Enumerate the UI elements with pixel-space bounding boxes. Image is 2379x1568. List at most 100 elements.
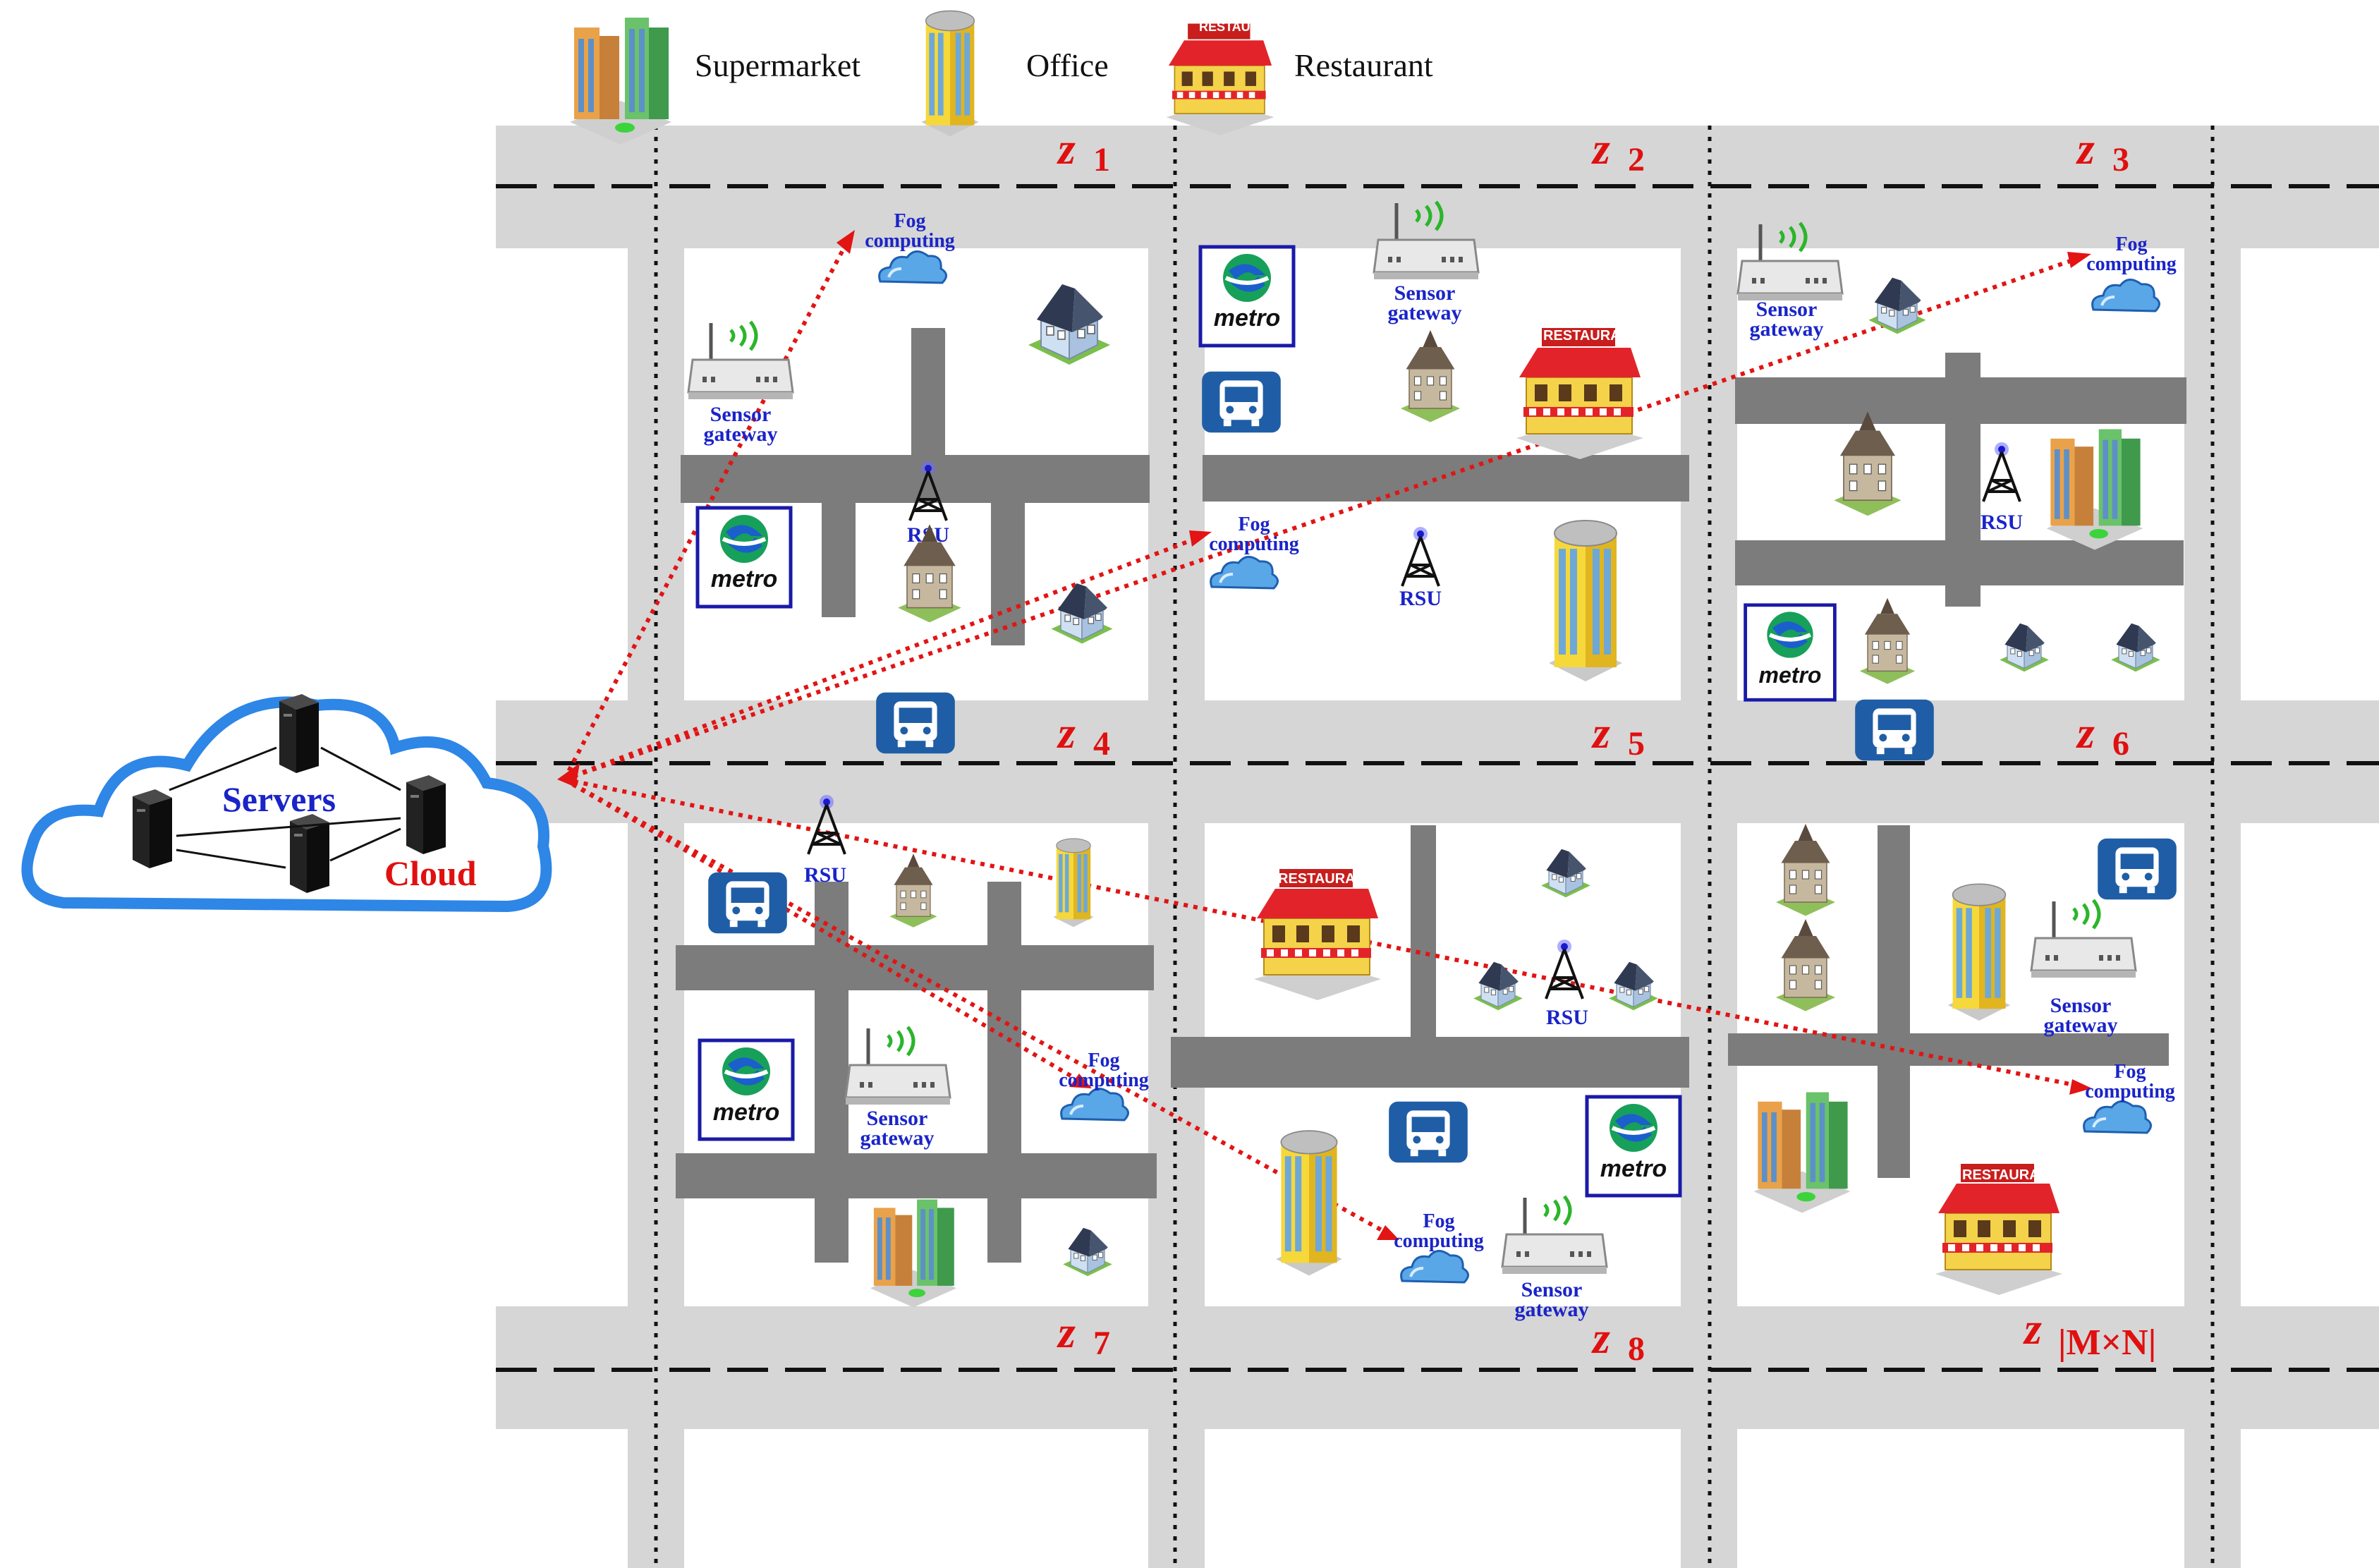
fog-label-line1: Fog xyxy=(1238,513,1270,535)
bus-z7 xyxy=(708,872,787,934)
office-icon xyxy=(1052,838,1095,928)
rsu-antenna-icon xyxy=(1982,441,2021,503)
fog-label-line1: Fog xyxy=(2114,1061,2146,1083)
metro-text: metro xyxy=(713,1099,779,1126)
sensor-label-line1: Sensor xyxy=(1521,1278,1583,1301)
server-links xyxy=(169,746,401,869)
bus-stop-icon xyxy=(1855,699,1934,761)
restaurant-sign-text: RESTAURANT xyxy=(1543,328,1639,344)
fog-label-line2: computing xyxy=(1394,1230,1484,1252)
zone-label-z7-sub: 7 xyxy=(1093,1325,1110,1362)
zone-label-z3-sub: 3 xyxy=(2112,141,2129,178)
arrowhead-z8 xyxy=(1377,1225,1399,1240)
metro-text: metro xyxy=(1759,662,1822,688)
sensor-label-line1: Sensor xyxy=(1394,281,1456,305)
apartment-icon xyxy=(889,853,938,928)
zone-label-z6-sub: 6 xyxy=(2112,725,2129,762)
router-icon xyxy=(846,1027,950,1105)
bus-z8 xyxy=(1389,1101,1468,1163)
sensor-label-line2: gateway xyxy=(860,1126,935,1150)
fog-cloud-icon xyxy=(2091,278,2161,312)
arrowhead-z9 xyxy=(2069,1079,2092,1095)
zone-7: RSU metro Sensor gateway Fog computing z… xyxy=(700,794,1149,1362)
zone-2: metro Sensor gateway RESTAURANT Fog comp… xyxy=(1200,123,1645,762)
fog-label-line1: Fog xyxy=(1088,1050,1119,1071)
office-z7 xyxy=(1052,838,1095,928)
office-icon xyxy=(1947,883,2012,1021)
house-icon xyxy=(1999,623,2050,672)
house-icon xyxy=(2110,623,2161,672)
rsu-z3 xyxy=(1982,441,2021,503)
router-icon xyxy=(2031,900,2136,978)
server-icon xyxy=(133,789,172,868)
server-icon xyxy=(279,694,319,773)
zone-label-z1-letter: z xyxy=(1057,123,1076,174)
restaurant-sign-text: RESTAURANT xyxy=(1962,1167,2058,1183)
fog-cloud-icon xyxy=(877,250,948,284)
router-icon xyxy=(1502,1196,1607,1274)
office-z2 xyxy=(1548,520,1623,682)
office-z9 xyxy=(1947,883,2012,1021)
apartment-z3 xyxy=(1859,597,1916,685)
bus-z1 xyxy=(876,692,955,754)
fog-node-z1 xyxy=(877,250,948,284)
house-z3 xyxy=(1868,276,1927,335)
fog-label-line1: Fog xyxy=(894,210,925,232)
rsu-label: RSU xyxy=(1546,1006,1588,1029)
fog-cloud-icon xyxy=(1399,1249,1470,1284)
rsu-z8 xyxy=(1545,938,1584,1000)
zone-label-z4-letter: z xyxy=(1057,707,1076,758)
fog-label-line1: Fog xyxy=(1423,1210,1454,1232)
supermarket-z7 xyxy=(870,1199,957,1308)
zone-label-z8-letter: z xyxy=(1591,1313,1610,1363)
bus-z9 xyxy=(2098,838,2177,900)
restaurant-icon xyxy=(1516,327,1644,460)
cloud-arrowhead xyxy=(557,763,580,787)
house-z3c xyxy=(2110,623,2161,672)
victorian-z9b xyxy=(1775,918,1836,1012)
metro-text: metro xyxy=(1214,305,1280,332)
city-grid xyxy=(496,126,2379,1568)
bus-stop-icon xyxy=(1202,371,1281,433)
house-z1 xyxy=(1028,284,1111,365)
supermarket-legend-icon xyxy=(570,18,671,145)
victorian-z3 xyxy=(1833,411,1902,517)
bus-stop-icon xyxy=(876,692,955,754)
sensor-label-line1: Sensor xyxy=(1756,298,1818,321)
house-icon xyxy=(1050,583,1114,645)
bus-stop-icon xyxy=(708,872,787,934)
fog-cloud-icon xyxy=(1059,1087,1130,1122)
sensor-label-line2: gateway xyxy=(2044,1014,2118,1037)
sensor-label-line1: Sensor xyxy=(2050,994,2112,1017)
red-house-z1 xyxy=(1050,583,1114,645)
bus-stop-icon xyxy=(1389,1101,1468,1163)
zone-label-z5-letter: z xyxy=(1591,707,1610,758)
zone-9: Sensor gateway Fog computing RESTAURANT … xyxy=(1753,823,2177,1363)
bus-z3 xyxy=(1855,699,1934,761)
zone-label-z7-letter: z xyxy=(1057,1307,1076,1357)
house-z7 xyxy=(1062,1227,1113,1277)
sensor-label-line2: gateway xyxy=(1750,317,1824,341)
restaurant-icon xyxy=(1935,1163,2063,1296)
brick-building-z2 xyxy=(1400,329,1461,423)
zone-label-z1-sub: 1 xyxy=(1093,141,1110,178)
house-icon xyxy=(1608,961,1659,1011)
metro-text: metro xyxy=(1600,1155,1667,1182)
metro-text: metro xyxy=(711,566,777,592)
zone-label-z9-letter: z xyxy=(2023,1303,2042,1354)
rsu-antenna-icon xyxy=(1545,938,1584,1000)
supermarket-icon xyxy=(870,1199,957,1308)
bus-z2 xyxy=(1202,371,1281,433)
rsu-label: RSU xyxy=(1399,587,1442,610)
fog-label-line2: computing xyxy=(1209,533,1299,555)
arrowhead-z3 xyxy=(2067,252,2091,268)
legend-supermarket-label: Supermarket xyxy=(695,47,860,83)
fog-node-z7 xyxy=(1059,1087,1130,1122)
victorian-house-icon xyxy=(1775,823,1836,917)
zone-label-z9-sub: |M×N| xyxy=(2058,1323,2156,1363)
victorian-house-icon xyxy=(1833,411,1902,517)
zone-label-z6-letter: z xyxy=(2076,707,2095,758)
arrowhead-z1 xyxy=(836,230,855,254)
supermarket-icon xyxy=(1753,1092,1851,1213)
